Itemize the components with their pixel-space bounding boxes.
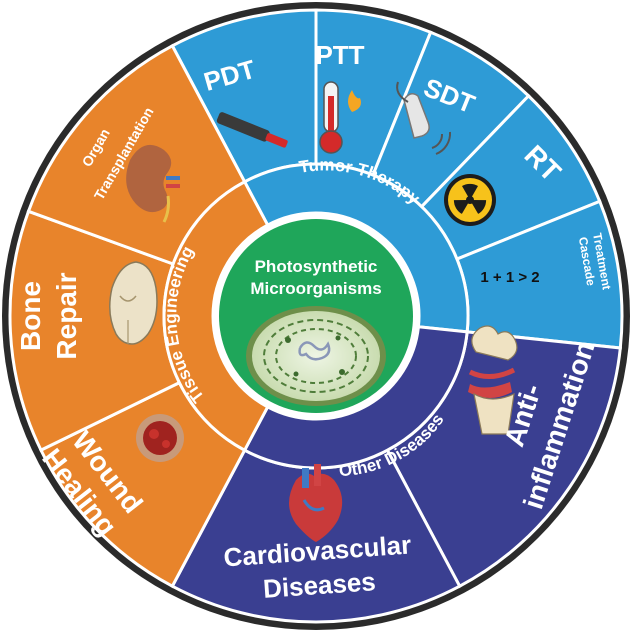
microorganism-cell-icon xyxy=(246,306,386,406)
ring-segment-tumor-therapy xyxy=(242,162,470,334)
ultrasound-probe-icon xyxy=(396,81,452,155)
wound-icon xyxy=(136,414,184,462)
ring-segment-tissue-engineering xyxy=(162,179,270,453)
segment-label-bone-line1: Bone xyxy=(15,281,46,351)
thermometer-flame-icon xyxy=(319,81,361,154)
skull-icon xyxy=(109,261,158,345)
heart-icon xyxy=(289,464,343,542)
center-title-line1: Photosynthetic xyxy=(255,257,378,276)
center-title-line2: Microorganisms xyxy=(250,279,381,298)
segment-label-ptt: PTT xyxy=(315,40,364,70)
kidney-icon xyxy=(126,144,180,223)
joint-icon xyxy=(468,325,518,435)
radiation-icon xyxy=(444,174,496,226)
segment-label-bone-line2: Repair xyxy=(51,272,82,359)
segment-label-cascade-formula: 1 + 1 > 2 xyxy=(480,269,539,286)
laser-pen-icon xyxy=(216,112,288,148)
